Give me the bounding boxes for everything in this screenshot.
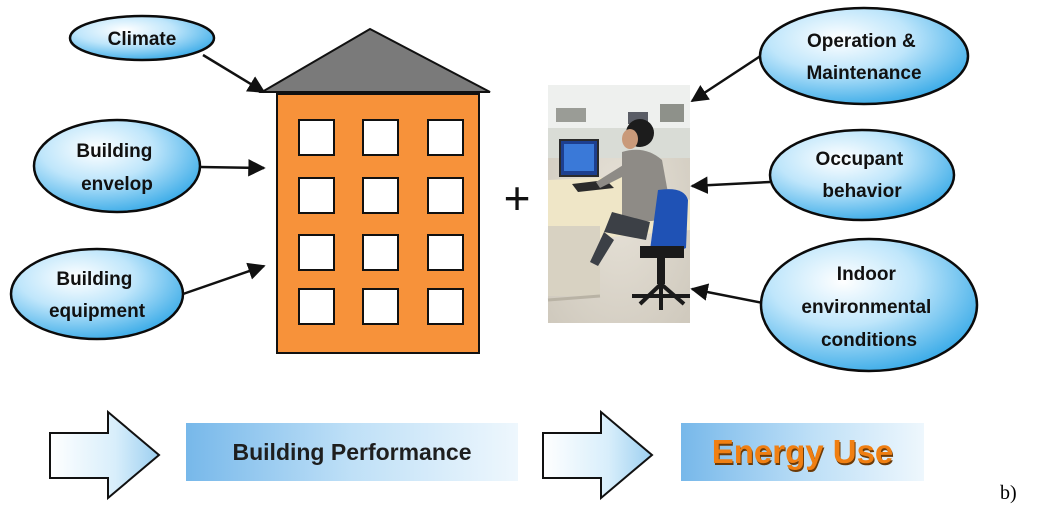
operation-maintenance-label-line2: Maintenance <box>806 63 921 84</box>
building-illustration <box>258 27 491 354</box>
flow-arrow-2 <box>542 409 654 501</box>
operation-maintenance-label-line1: Operation & <box>807 31 916 52</box>
window <box>298 177 335 214</box>
plus-sign: + <box>504 172 531 224</box>
window <box>362 119 399 156</box>
building-performance-box: Building Performance <box>186 423 518 481</box>
svg-text:Indoor environmental: Indoor environmental conditions <box>801 264 936 351</box>
svg-text:Climate: Climate <box>108 29 177 50</box>
occupant-behavior-label-line1: Occupant <box>816 149 904 170</box>
arrow-building-equipment <box>182 262 266 296</box>
window <box>362 234 399 271</box>
building-envelop-label-line1: Building <box>76 141 152 162</box>
svg-text:Building equipment: Building equipment <box>49 269 146 322</box>
ellipse-occupant-behavior: Occupant behavior <box>768 128 956 222</box>
window <box>298 288 335 325</box>
building-windows <box>298 119 464 325</box>
energy-use-box: Energy Use <box>681 423 924 481</box>
energy-use-label: Energy Use <box>711 433 894 470</box>
ellipse-operation-maintenance: Operation & Maintenance <box>758 6 970 106</box>
building-roof <box>258 27 491 93</box>
window <box>427 288 464 325</box>
building-performance-label: Building Performance <box>232 438 472 465</box>
climate-label-line1: Climate <box>108 29 177 50</box>
figure-letter: b) <box>1000 482 1017 504</box>
ellipse-building-envelop: Building envelop <box>32 118 202 214</box>
svg-text:Occupant behavior: Occupant behavior <box>816 149 909 202</box>
occupant-behavior-label-line2: behavior <box>822 181 902 202</box>
ellipse-indoor-conditions: Indoor environmental conditions <box>759 237 979 373</box>
window <box>362 177 399 214</box>
arrow-occupant-behavior <box>690 176 771 194</box>
building-equipment-label-line1: Building <box>56 269 132 290</box>
window <box>427 119 464 156</box>
window <box>298 119 335 156</box>
building-equipment-label-line2: equipment <box>49 301 146 322</box>
svg-text:Operation & Maintenanc: Operation & Maintenance <box>806 31 921 84</box>
indoor-conditions-label-line3: conditions <box>821 330 917 351</box>
window <box>427 234 464 271</box>
indoor-conditions-label-line2: environmental <box>801 297 931 318</box>
indoor-conditions-label-line1: Indoor <box>837 264 897 285</box>
arrow-climate <box>202 53 266 94</box>
svg-text:Building envelop: Building envelop <box>76 141 157 195</box>
arrow-building-envelop <box>199 159 266 177</box>
flow-arrow-1 <box>49 409 161 501</box>
building-envelop-label-line2: envelop <box>81 174 153 195</box>
ellipse-climate: Climate <box>68 14 216 62</box>
arrow-operation-maintenance <box>690 53 763 103</box>
office-occupant-photo <box>547 85 690 323</box>
window <box>298 234 335 271</box>
arrow-indoor-conditions <box>690 283 774 307</box>
window <box>362 288 399 325</box>
window <box>427 177 464 214</box>
ellipse-building-equipment: Building equipment <box>9 247 185 341</box>
